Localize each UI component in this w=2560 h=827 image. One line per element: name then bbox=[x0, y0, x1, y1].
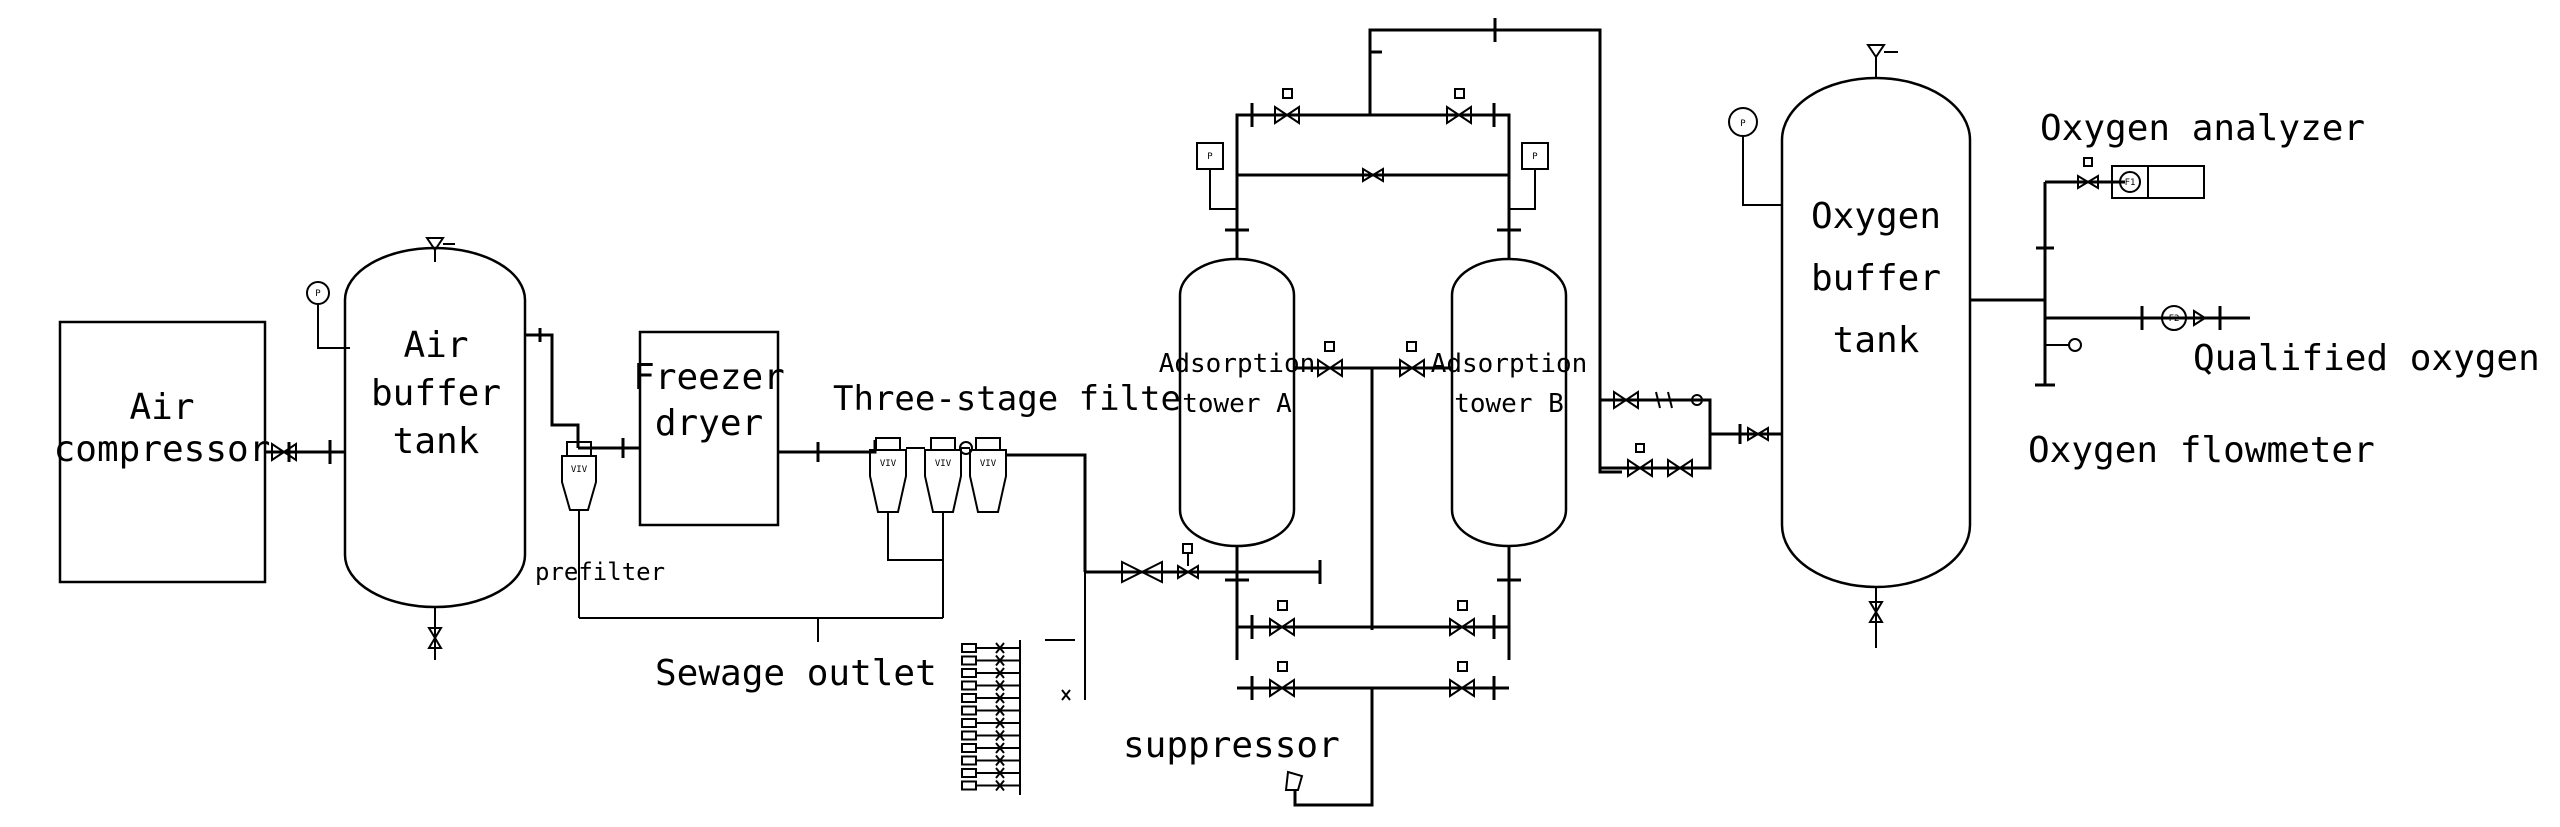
svg-text:VIV: VIV bbox=[980, 459, 997, 469]
filter-stage-3: VIV bbox=[969, 437, 1007, 513]
solenoid-valve-row bbox=[961, 767, 1020, 779]
qualified-oxygen-label: Qualified oxygen bbox=[2193, 338, 2540, 379]
solenoid-valve-row bbox=[961, 692, 1020, 704]
oxygen-analyzer-label: Oxygen analyzer bbox=[2040, 108, 2365, 149]
svg-text:VIV: VIV bbox=[880, 459, 897, 469]
compressor-outlet-pipe bbox=[265, 440, 345, 464]
dryer-outlet-pipe bbox=[778, 440, 877, 462]
solenoid-valve-row bbox=[961, 717, 1020, 729]
sewage-outlet: Sewage outlet bbox=[579, 617, 943, 694]
solenoid-valve-row bbox=[961, 704, 1020, 717]
sewage-outlet-label: Sewage outlet bbox=[655, 653, 937, 694]
solenoid-valve-row bbox=[961, 654, 1020, 667]
svg-text:F1: F1 bbox=[2125, 178, 2136, 188]
svg-text:P: P bbox=[315, 289, 321, 299]
oxygen-outlet-piping bbox=[1970, 157, 2250, 387]
tower-mid-valves bbox=[1294, 341, 1452, 630]
three-stage-filters-label: Three-stage filters bbox=[833, 379, 1222, 419]
air-tank-outlet-pipe bbox=[525, 328, 640, 458]
suppressor-label: suppressor bbox=[1123, 725, 1340, 766]
svg-text:P: P bbox=[1740, 119, 1746, 129]
solenoid-valve-row bbox=[961, 754, 1020, 767]
filter-stage-1: VIV bbox=[869, 437, 907, 513]
svg-text:VIV: VIV bbox=[935, 459, 952, 469]
tower-bottom-manifold bbox=[1237, 600, 1509, 807]
three-stage-filters: VIV VIV VIV Three-stage filters bbox=[833, 379, 1222, 618]
svg-text:VIV: VIV bbox=[571, 465, 588, 475]
svg-text:F2: F2 bbox=[2169, 314, 2180, 324]
prefilter-label: prefilter bbox=[535, 558, 665, 586]
product-valves bbox=[1600, 390, 1782, 478]
oxygen-flowmeter-label: Oxygen flowmeter bbox=[2028, 430, 2375, 471]
oxygen-analyzer: F1 Oxygen analyzer bbox=[2040, 108, 2365, 199]
filter-stage-2: VIV bbox=[924, 437, 962, 513]
feed-line bbox=[1085, 543, 1322, 584]
solenoid-valve-row bbox=[961, 742, 1020, 754]
solenoid-valve-row bbox=[961, 642, 1020, 654]
solenoid-valve-row bbox=[961, 779, 1020, 792]
solenoid-valve-row bbox=[961, 729, 1020, 742]
solenoid-valve-row bbox=[961, 679, 1020, 692]
suppressor: suppressor bbox=[1123, 725, 1340, 791]
prefilter: VIV prefilter bbox=[535, 441, 665, 618]
svg-text:P: P bbox=[1532, 152, 1538, 162]
oxygen-flowmeter: F2 Qualified oxygen Oxygen flowmeter bbox=[2028, 305, 2540, 471]
solenoid-valve-row bbox=[961, 667, 1020, 679]
solenoid-valve-bank bbox=[961, 572, 1086, 795]
tower-top-manifold: P P bbox=[1196, 18, 1622, 474]
svg-text:P: P bbox=[1207, 152, 1213, 162]
